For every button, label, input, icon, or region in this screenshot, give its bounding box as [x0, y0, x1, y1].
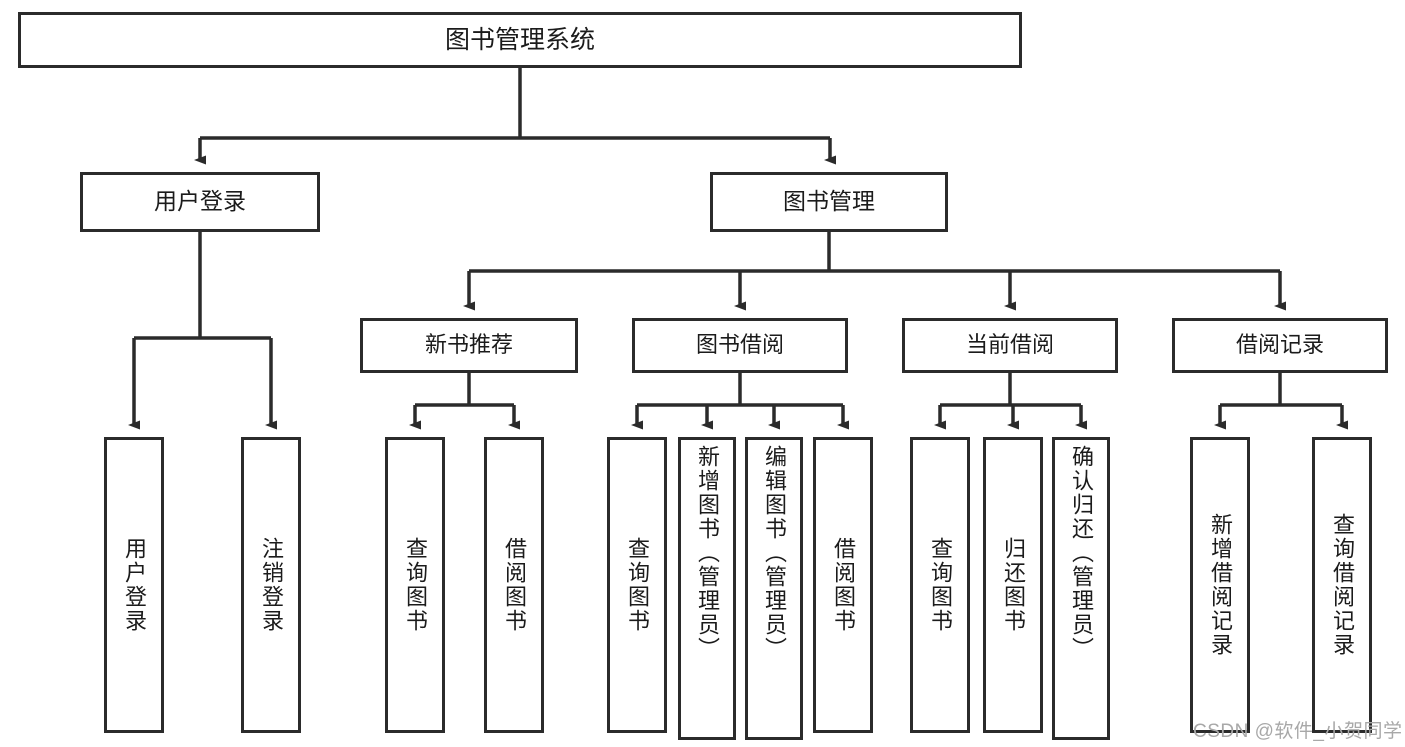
node-book-borrow-label: 图书借阅 — [695, 332, 784, 358]
leaf-query-book-borrow[interactable]: 查询图书 — [607, 437, 667, 733]
node-root[interactable]: 图书管理系统 — [18, 12, 1022, 68]
leaf-confirm-return-admin[interactable]: 确认归还（管理员） — [1052, 437, 1110, 740]
node-new-book-recommend[interactable]: 新书推荐 — [360, 318, 578, 373]
leaf-borrow-book-recommend[interactable]: 借阅图书 — [484, 437, 544, 733]
node-current-borrow-label: 当前借阅 — [965, 332, 1054, 358]
node-borrow-record-label: 借阅记录 — [1235, 332, 1324, 358]
leaf-confirm-return-admin-label: 确认归还（管理员） — [1069, 445, 1094, 661]
node-current-borrow[interactable]: 当前借阅 — [902, 318, 1118, 373]
leaf-edit-book-admin[interactable]: 编辑图书（管理员） — [745, 437, 803, 740]
leaf-edit-book-admin-label: 编辑图书（管理员） — [762, 445, 787, 661]
node-book-borrow[interactable]: 图书借阅 — [632, 318, 848, 373]
leaf-query-borrow-record-label: 查询借阅记录 — [1330, 513, 1355, 657]
watermark: CSDN @软件_小贺同学 — [1193, 721, 1403, 742]
leaf-user-logout-label: 注销登录 — [259, 537, 284, 633]
leaf-borrow-book-label: 借阅图书 — [831, 537, 856, 633]
leaf-add-book-admin[interactable]: 新增图书（管理员） — [678, 437, 736, 740]
node-root-label: 图书管理系统 — [444, 26, 595, 54]
leaf-user-login[interactable]: 用户登录 — [104, 437, 164, 733]
leaf-return-book-label: 归还图书 — [1001, 537, 1026, 633]
leaf-add-borrow-record[interactable]: 新增借阅记录 — [1190, 437, 1250, 733]
leaf-add-borrow-record-label: 新增借阅记录 — [1208, 513, 1233, 657]
leaf-user-login-label: 用户登录 — [122, 537, 147, 633]
node-user-login[interactable]: 用户登录 — [80, 172, 320, 232]
node-book-management[interactable]: 图书管理 — [710, 172, 948, 232]
node-borrow-record[interactable]: 借阅记录 — [1172, 318, 1388, 373]
node-user-login-label: 用户登录 — [154, 188, 246, 215]
leaf-query-book-recommend-label: 查询图书 — [403, 537, 428, 633]
node-book-management-label: 图书管理 — [783, 188, 875, 215]
leaf-add-book-admin-label: 新增图书（管理员） — [695, 445, 720, 661]
leaf-query-book-recommend[interactable]: 查询图书 — [385, 437, 445, 733]
leaf-query-book-borrow-label: 查询图书 — [625, 537, 650, 633]
leaf-query-book-current[interactable]: 查询图书 — [910, 437, 970, 733]
leaf-borrow-book-recommend-label: 借阅图书 — [502, 537, 527, 633]
leaf-query-borrow-record[interactable]: 查询借阅记录 — [1312, 437, 1372, 733]
leaf-user-logout[interactable]: 注销登录 — [241, 437, 301, 733]
node-new-book-recommend-label: 新书推荐 — [424, 332, 513, 358]
leaf-borrow-book[interactable]: 借阅图书 — [813, 437, 873, 733]
leaf-return-book[interactable]: 归还图书 — [983, 437, 1043, 733]
leaf-query-book-current-label: 查询图书 — [928, 537, 953, 633]
